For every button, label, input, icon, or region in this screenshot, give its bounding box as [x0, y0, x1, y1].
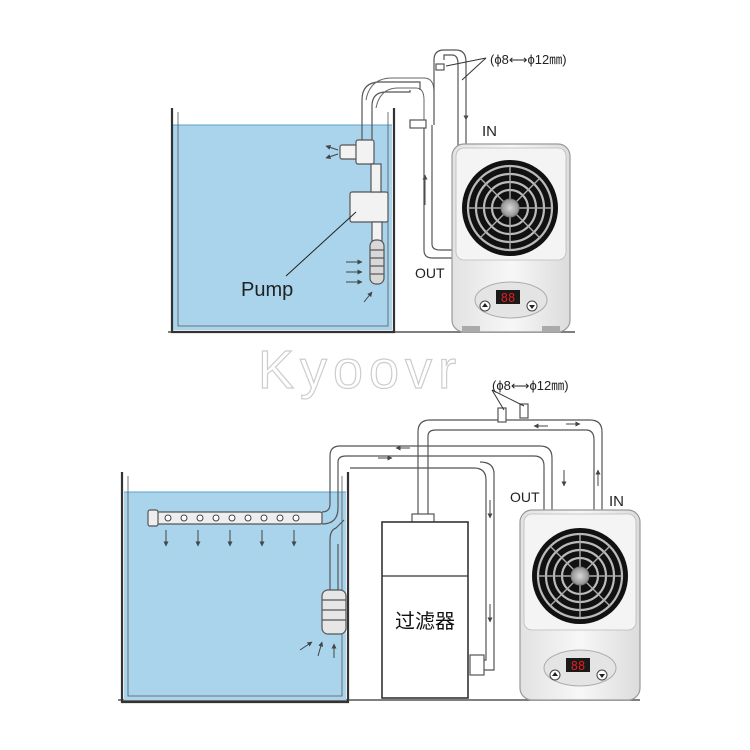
temperature-display	[566, 658, 590, 672]
up-arrow-icon	[552, 672, 558, 676]
display-digits: 88	[501, 291, 515, 305]
in-label: IN	[609, 493, 624, 510]
spec-leader-lines-top	[445, 57, 487, 81]
tank-inner-outline	[127, 476, 343, 697]
top-diagram: 88 (ϕ8⟷ϕ12㎜) IN OUT Pump	[168, 49, 575, 334]
fan-hub	[570, 566, 590, 586]
plumbing-bottom	[329, 403, 603, 676]
bottom-diagram: 过滤器 88	[118, 378, 641, 704]
filter-label: 过滤器	[395, 609, 455, 633]
out-label: OUT	[510, 489, 540, 505]
pump-body	[349, 191, 389, 223]
tube-spec-label: (ϕ8⟷ϕ12㎜)	[490, 52, 567, 67]
spray-bar	[147, 470, 339, 527]
tank-air-gap	[172, 110, 392, 125]
chiller-unit-top: 88	[451, 143, 571, 333]
canister-filter: 过滤器	[381, 521, 469, 699]
tank-outline	[170, 108, 396, 334]
pump-assembly	[339, 77, 435, 285]
chiller-tubes-top	[409, 49, 467, 259]
fan-hub	[500, 198, 520, 218]
down-arrow-icon	[599, 674, 605, 678]
out-label: OUT	[415, 265, 445, 281]
intake-strainer	[369, 239, 385, 285]
in-label: IN	[482, 123, 497, 140]
display-digits: 88	[571, 659, 585, 673]
temperature-display	[496, 290, 520, 304]
tube-connector	[435, 63, 445, 71]
intake-arrows	[299, 641, 337, 658]
spray-arrows	[163, 530, 297, 547]
filter-body	[381, 521, 469, 699]
flow-arrows-bottom	[378, 421, 601, 623]
chiller-foot	[462, 326, 480, 332]
outlet-elbow	[339, 144, 359, 160]
chiller-foot	[542, 326, 560, 332]
watermark: Kyoovr	[258, 340, 462, 400]
pump-leader-line	[285, 211, 357, 277]
pump-label: Pump	[241, 279, 293, 301]
tank-outline	[120, 472, 350, 704]
up-arrow-icon	[482, 303, 488, 307]
spec-leader-lines-bottom	[491, 389, 525, 411]
down-arrow-icon	[529, 305, 535, 309]
intake-strainer	[321, 519, 347, 635]
aquarium-tank	[120, 472, 350, 704]
chiller-unit-bottom: 88	[519, 509, 641, 701]
tank-water	[124, 492, 346, 700]
tube-spec-label: (ϕ8⟷ϕ12㎜)	[492, 378, 569, 393]
